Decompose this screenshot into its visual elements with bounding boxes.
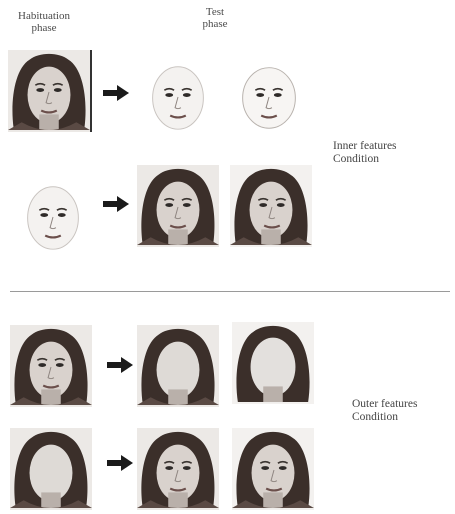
header-line: Habituation: [8, 10, 80, 22]
arrow-icon: [103, 196, 129, 212]
condition-line: Condition: [352, 411, 417, 424]
arrow-icon: [107, 455, 133, 471]
condition-line: Inner features: [333, 140, 397, 153]
condition-line: Condition: [333, 153, 397, 166]
face-outer-only-habituation: [10, 428, 92, 510]
face-full-test: [137, 165, 219, 247]
face-full-test: [232, 428, 314, 510]
test-phase-header: Test phase: [185, 6, 245, 30]
face-inner-only-test: [137, 55, 219, 137]
habituation-phase-header: Habituation phase: [8, 10, 80, 34]
face-full-habituation: [8, 50, 92, 132]
divider: [10, 291, 450, 292]
header-line: phase: [8, 22, 80, 34]
face-full-test: [230, 165, 312, 247]
outer-features-condition-label: Outer features Condition: [352, 398, 417, 424]
arrow-icon: [103, 85, 129, 101]
face-full-test: [137, 428, 219, 510]
inner-features-condition-label: Inner features Condition: [333, 140, 397, 166]
header-line: phase: [185, 18, 245, 30]
face-full-habituation: [10, 325, 92, 407]
arrow-icon: [107, 357, 133, 373]
face-outer-only-test: [137, 325, 219, 407]
header-line: Test: [185, 6, 245, 18]
condition-line: Outer features: [352, 398, 417, 411]
face-inner-only-test: [228, 55, 310, 137]
face-outer-only-test: [232, 322, 314, 404]
face-inner-only-habituation: [12, 175, 94, 257]
